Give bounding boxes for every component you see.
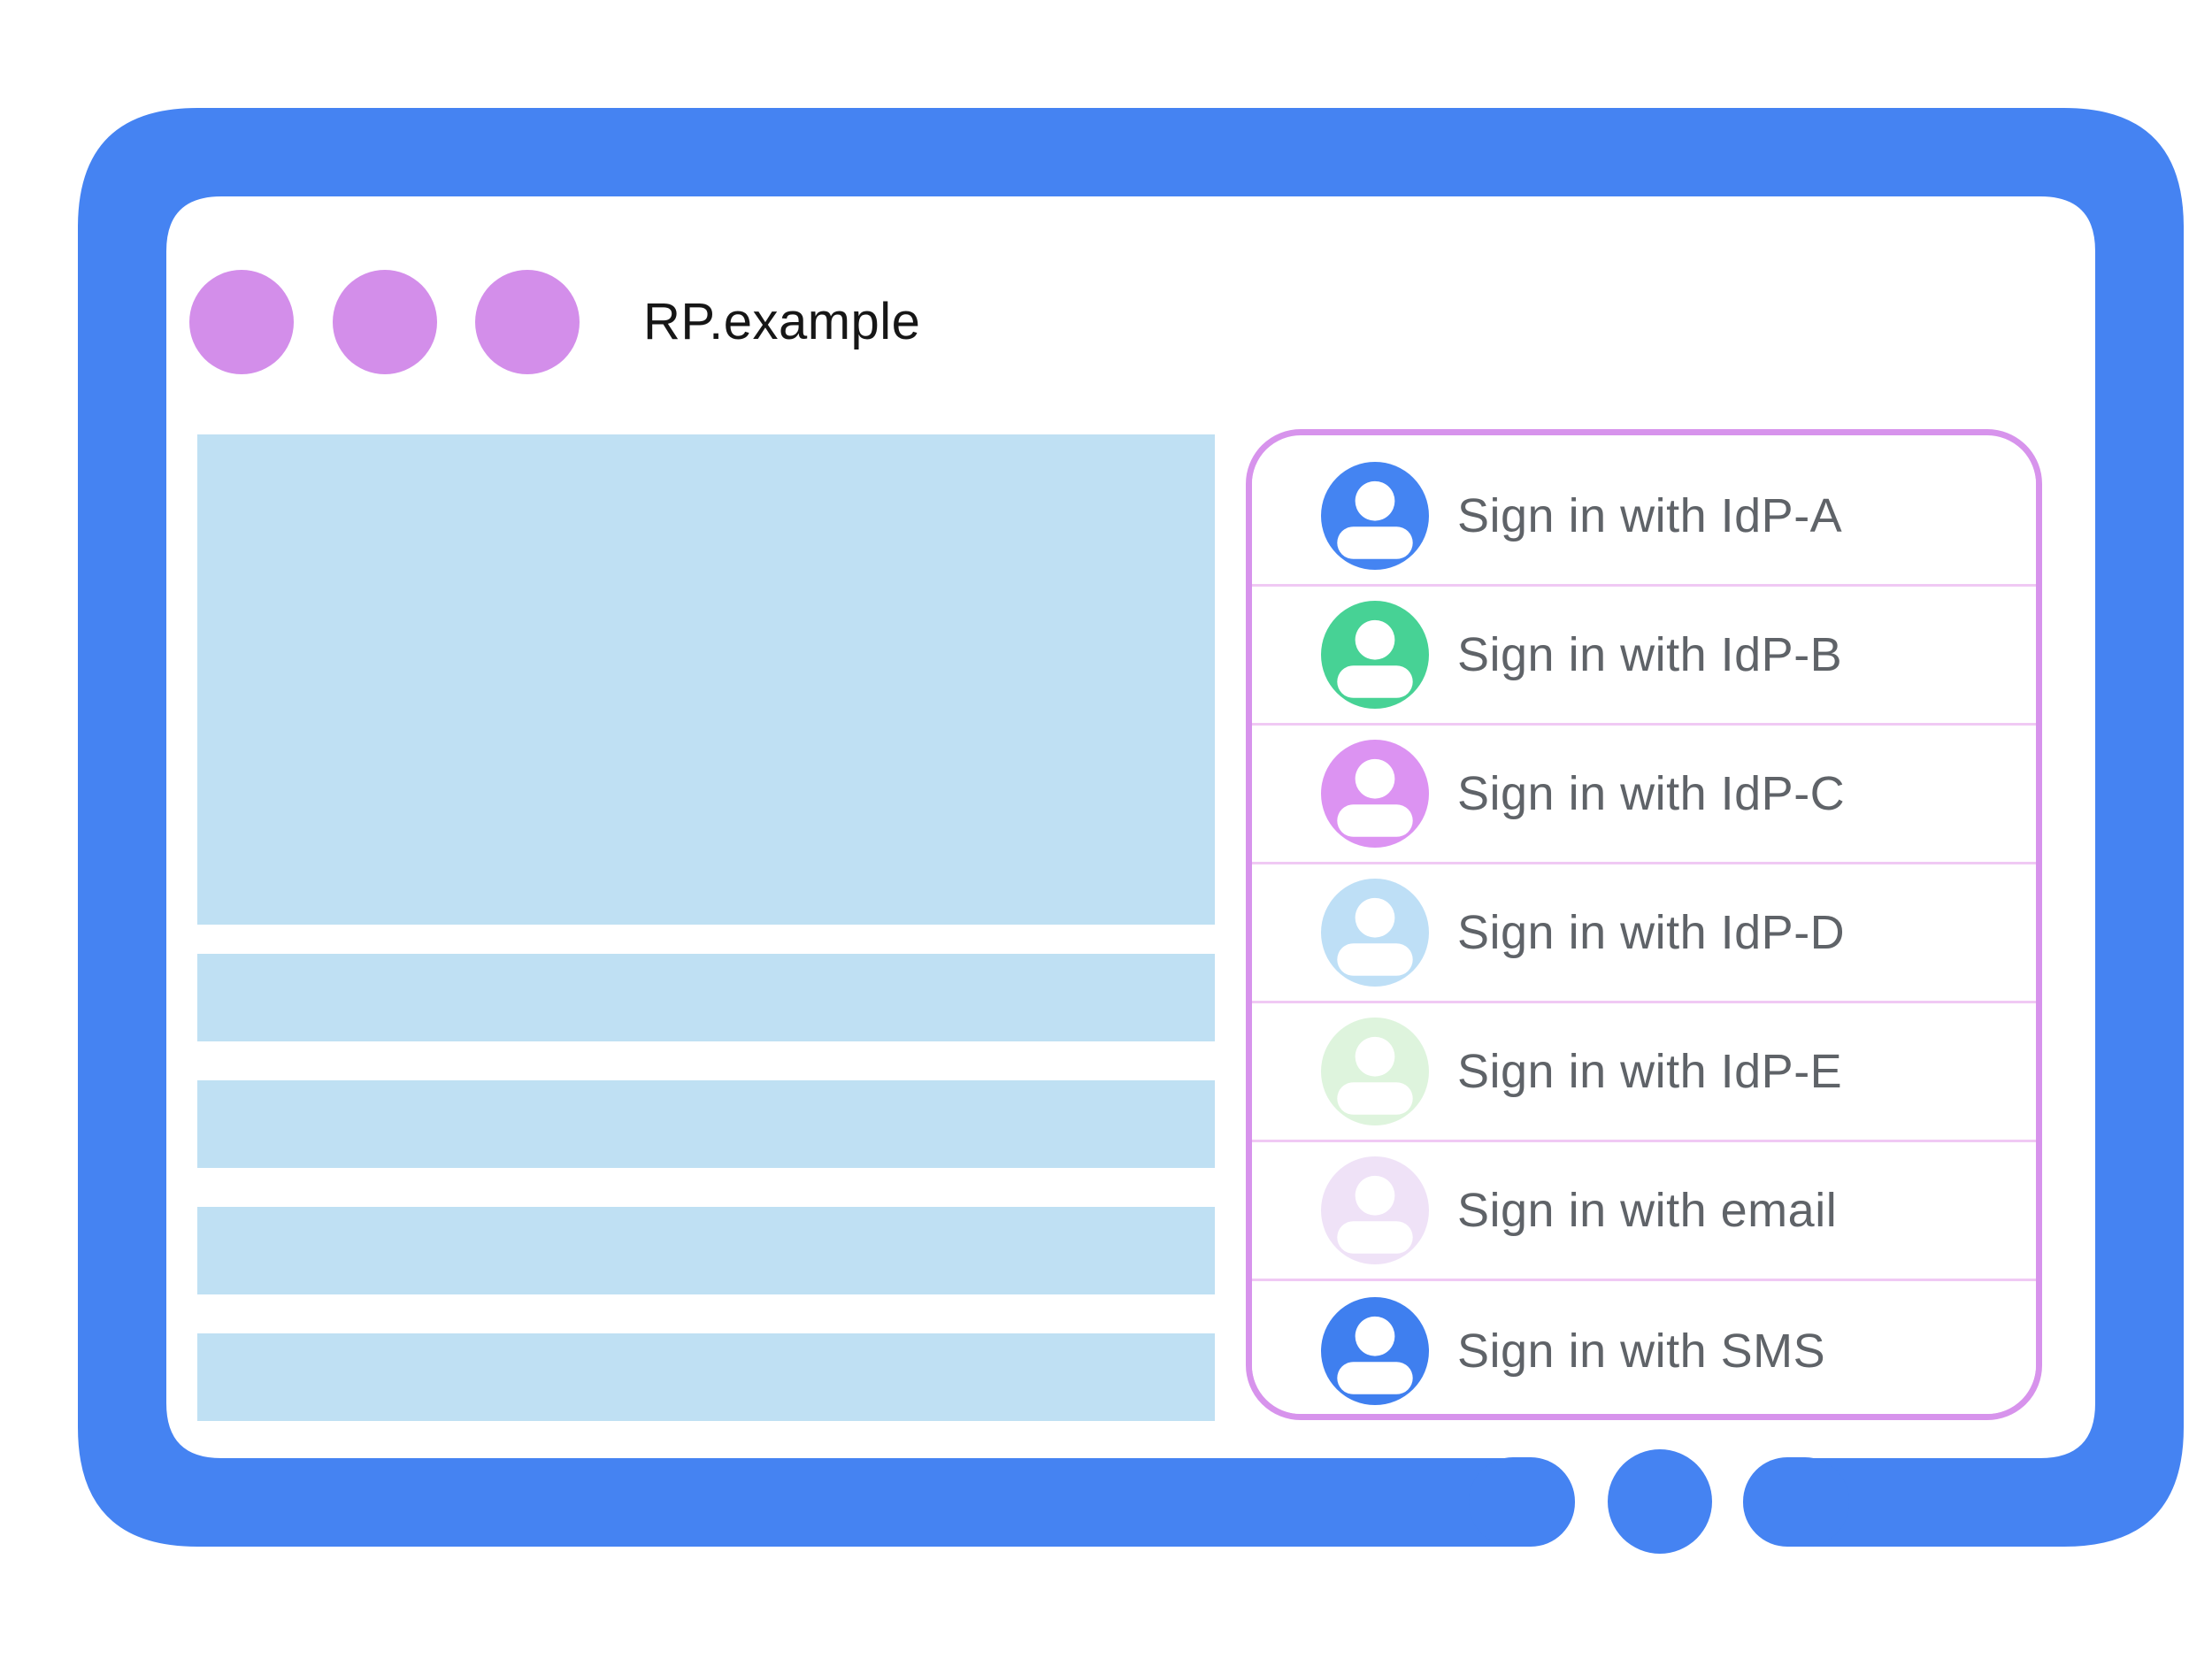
signin-option-label: Sign in with SMS	[1457, 1324, 1826, 1378]
user-avatar-icon	[1321, 462, 1429, 570]
user-avatar-icon	[1321, 1296, 1429, 1405]
signin-option-idp-b[interactable]: Sign in with IdP-B	[1252, 587, 2036, 726]
signin-option-label: Sign in with email	[1457, 1184, 1838, 1237]
signin-option-label: Sign in with IdP-A	[1457, 489, 1843, 542]
signin-option-sms[interactable]: Sign in with SMS	[1252, 1281, 2036, 1414]
signin-option-idp-a[interactable]: Sign in with IdP-A	[1252, 448, 2036, 587]
content-placeholder-line	[197, 1207, 1215, 1294]
signin-option-label: Sign in with IdP-C	[1457, 767, 1846, 820]
window-control-dot-3	[475, 270, 580, 374]
user-avatar-icon	[1321, 601, 1429, 709]
content-placeholder-line	[197, 1080, 1215, 1168]
user-avatar-icon	[1321, 1018, 1429, 1125]
home-button[interactable]	[1608, 1449, 1712, 1554]
signin-chooser-panel: Sign in with IdP-A Sign in with IdP-B Si…	[1246, 429, 2042, 1420]
page-title: RP.example	[643, 293, 921, 350]
window-control-dot-1	[189, 270, 294, 374]
signin-option-label: Sign in with IdP-D	[1457, 906, 1846, 959]
signin-option-label: Sign in with IdP-B	[1457, 628, 1843, 681]
signin-option-label: Sign in with IdP-E	[1457, 1045, 1843, 1098]
content-placeholder-line	[197, 954, 1215, 1041]
content-placeholder-line	[197, 1333, 1215, 1421]
window-control-dot-2	[333, 270, 437, 374]
frame-bottom-right-cap	[1743, 1457, 1849, 1547]
user-avatar-icon	[1321, 1156, 1429, 1264]
frame-bottom-left-cap	[1469, 1457, 1575, 1547]
signin-option-idp-e[interactable]: Sign in with IdP-E	[1252, 1003, 2036, 1142]
signin-option-idp-c[interactable]: Sign in with IdP-C	[1252, 726, 2036, 864]
user-avatar-icon	[1321, 879, 1429, 987]
signin-option-idp-d[interactable]: Sign in with IdP-D	[1252, 864, 2036, 1003]
signin-option-email[interactable]: Sign in with email	[1252, 1142, 2036, 1281]
content-placeholder-hero	[197, 434, 1215, 925]
user-avatar-icon	[1321, 740, 1429, 848]
